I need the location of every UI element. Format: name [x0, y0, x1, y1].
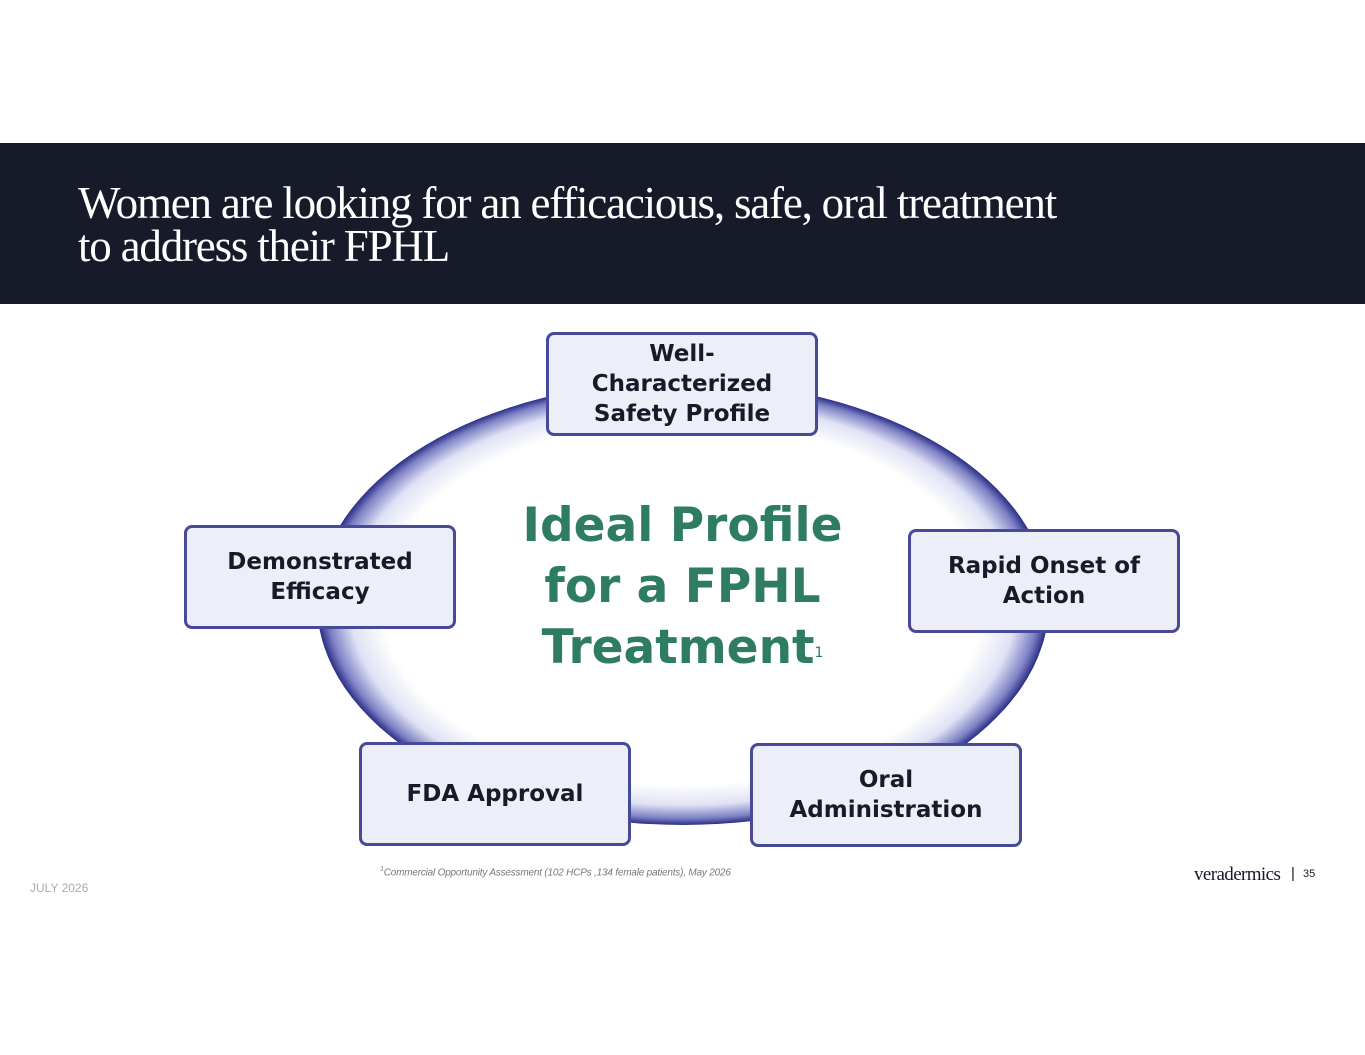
- center-footnote-mark: 1: [814, 645, 824, 661]
- attribute-label-efficacy: Demonstrated Efficacy: [227, 549, 413, 605]
- footer-separator: |: [1291, 865, 1295, 882]
- footnote-mark: 1: [380, 866, 384, 873]
- slide-title-line-2: to address their FPHL: [78, 221, 450, 271]
- attribute-box-fda: FDA Approval: [359, 742, 631, 846]
- footnote: 1Commercial Opportunity Assessment (102 …: [380, 866, 731, 878]
- attribute-label-onset: Rapid Onset of Action: [947, 553, 1141, 609]
- center-heading: Ideal Profile for a FPHL Treatment1: [495, 495, 870, 678]
- title-banner: [0, 143, 1365, 304]
- center-heading-line-1: Ideal Profile: [522, 498, 843, 553]
- slide-title: Women are looking for an efficacious, sa…: [78, 178, 1178, 271]
- attribute-box-onset: Rapid Onset of Action: [908, 529, 1180, 633]
- center-heading-word: Treatment: [541, 620, 815, 675]
- attribute-box-efficacy: Demonstrated Efficacy: [184, 525, 456, 629]
- center-heading-line-3: Treatment1: [495, 617, 870, 678]
- attribute-label-safety: Well- Characterized Safety Profile: [591, 341, 773, 427]
- attribute-label-fda: FDA Approval: [406, 781, 584, 807]
- page-number: 35: [1303, 868, 1316, 880]
- attribute-box-oral: Oral Administration: [750, 743, 1022, 847]
- center-heading-line-2: for a FPHL: [544, 559, 821, 614]
- slide-title-line-1: Women are looking for an efficacious, sa…: [78, 178, 1057, 228]
- attribute-box-safety: Well- Characterized Safety Profile: [546, 332, 818, 436]
- attribute-label-oral: Oral Administration: [789, 767, 983, 823]
- ring-ellipse: [317, 381, 1049, 825]
- brand-logo: veradermics: [1194, 864, 1281, 885]
- footnote-text: Commercial Opportunity Assessment (102 H…: [383, 867, 731, 879]
- slide-date: JULY 2026: [30, 881, 89, 895]
